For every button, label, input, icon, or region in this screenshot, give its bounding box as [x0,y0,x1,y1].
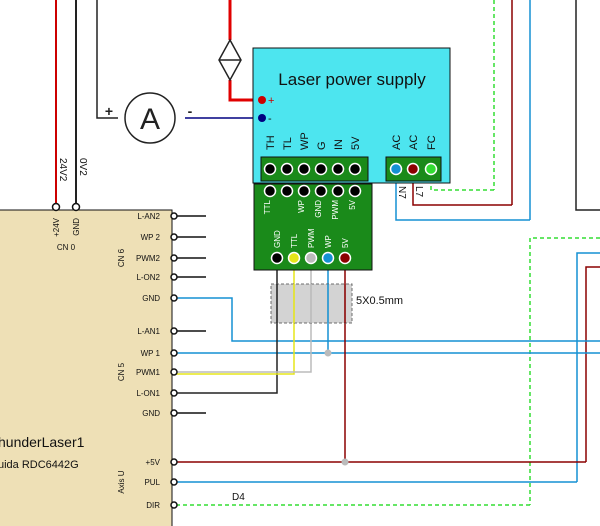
psu-pin-labels-right: AC AC FC [391,135,438,150]
cn5-stubs [176,330,206,414]
cn5-pin-pwm1: PWM1 [136,368,161,377]
cn5-pin-lon1: L-ON1 [136,389,160,398]
axis-u-label: Axis U [117,470,126,493]
wire-n7 [395,172,530,221]
adapter-bottom-labels: GND TTL PWM WP 5V [273,228,350,248]
cn6-pin-pwm2: PWM2 [136,254,161,263]
wire-gnd-cn6 [176,297,600,342]
adapter-bottom-wp: WP [324,235,333,248]
axis-u-pin-dir: DIR [146,501,160,510]
adapter-top-5v: 5V [348,199,357,209]
wire-label-0v2: 0V2 [77,158,88,176]
adapter-bottom-pwm: PWM [307,228,316,248]
controller-model: uida RDC6442G [0,459,79,471]
psu-pin-ac2: AC [408,135,420,150]
adapter-top-ttl: TTL [263,199,272,214]
cn6-pins: L-AN2 WP 2 PWM2 L-ON2 GND [136,212,161,303]
cn6-terminals [170,212,178,302]
cn0-pin-24v [51,202,61,212]
wire-adapter-pwm [176,353,312,373]
wire-blue-right [576,252,600,482]
controller-name: hunderLaser1 [0,434,85,450]
psu-pin-labels-left: TH TL WP G IN 5V [265,132,362,150]
adapter-top-wp: WP [297,200,306,213]
hv-connector-icon [218,38,242,82]
cn0-label: CN 0 [57,243,76,252]
axis-u-terminals [170,458,178,509]
psu-pin-wp: WP [299,132,311,150]
cn5-pin-lan1: L-AN1 [137,327,160,336]
adapter-top-pwm: PWM [331,200,340,220]
cn6-pin-lon2: L-ON2 [136,273,160,282]
adapter-bottom-5v: 5V [341,238,350,248]
cn6-pin-gnd: GND [142,294,160,303]
junction-wp [324,349,332,357]
adapter-bottom-ttl: TTL [290,233,299,248]
adapter-bottom-pins [270,251,352,265]
psu-pin-g: G [316,141,328,150]
psu-title: Laser power supply [278,70,426,89]
cn0-pin-gnd [71,202,81,212]
adapter-bottom-gnd: GND [273,230,282,248]
wire-label-l7: L7 [413,186,424,198]
ammeter-minus: - [188,103,193,119]
wire-frame-right [575,0,600,211]
wire-red-right [585,266,600,462]
psu-pin-fc: FC [426,135,438,150]
psu-pin-ac1: AC [391,135,403,150]
cn5-pin-gnd: GND [142,409,160,418]
wire-green-right [529,237,600,505]
adapter-top-pins [263,184,362,198]
cn5-label: CN 5 [117,362,126,381]
ammeter-plus: + [105,103,113,119]
axis-u-pin-5v: +5V [146,458,161,467]
cn6-pin-wp2: WP 2 [141,233,161,242]
cn6-label: CN 6 [117,248,126,267]
cn6-pin-lan2: L-AN2 [137,212,160,221]
cn6-stubs [176,215,206,278]
adapter-top-gnd: GND [314,200,323,218]
psu-header-pins [263,162,438,176]
wire-fc [430,172,494,191]
psu-pin-th: TH [265,135,277,150]
wire-hv-plus [228,80,262,102]
adapter-top-labels: TTL WP GND PWM 5V [263,199,357,219]
ammeter-symbol: A [140,103,160,136]
psu-pin-in: IN [333,139,345,150]
cn5-pin-wp1: WP 1 [141,349,161,358]
wire-ammeter-in [96,0,118,119]
wire-label-n7: N7 [396,186,407,199]
cn5-terminals [170,327,178,417]
psu-plus-label: + [268,95,274,107]
cn0-pin-gnd-label: GND [72,218,81,236]
psu-minus-label: - [268,113,272,125]
wire-label-24v2: 24V2 [57,158,68,182]
ammeter [124,92,176,144]
psu-plus-terminal [258,96,266,104]
psu-pin-tl: TL [282,137,294,150]
psu-minus-terminal [258,114,266,122]
wire-label-d4: D4 [232,492,245,503]
cn0-pin-24v-label: +24V [52,217,61,237]
psu-pin-5v: 5V [350,136,362,150]
junction-5v [341,458,349,466]
cn5-pins: L-AN1 WP 1 PWM1 L-ON1 GND [136,327,161,418]
axis-u-pin-pul: PUL [144,478,160,487]
resistor-label: 5X0.5mm [356,295,403,307]
axis-u-pins: +5V PUL DIR [144,458,160,510]
